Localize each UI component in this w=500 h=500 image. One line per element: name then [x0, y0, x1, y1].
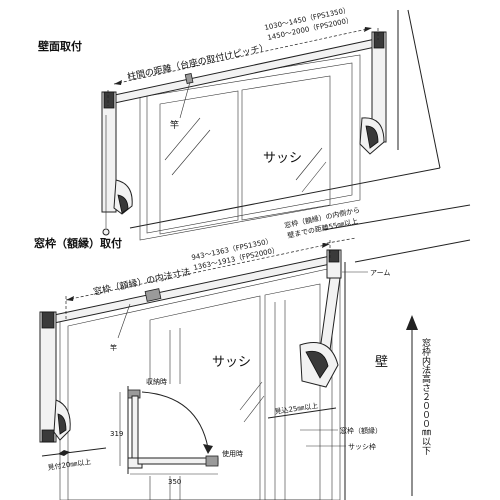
top-pole-leader [179, 81, 191, 119]
top-right-bracket-cap [373, 31, 385, 49]
window-frame-label: 窓枠（額縁） [340, 426, 382, 435]
mitsuke-dim-line [41, 447, 107, 457]
wall-edge-line [407, 9, 441, 169]
window-inner-frame [146, 62, 353, 234]
bottom-sash-label: サッシ [212, 355, 251, 370]
bottom-glass-reflect-1 [239, 381, 263, 411]
top-dim-arrow-right [364, 27, 372, 32]
top-title: 壁面取付 [38, 39, 82, 53]
height-label: 窓枠内法高さ２０００㎜以下 [420, 337, 431, 456]
bottom-pole-label: 竿 [110, 343, 117, 352]
bottom-left-base-foot [41, 429, 55, 443]
mitsuke-label: 見付20㎜以上 [47, 457, 92, 472]
height-arrow-head [406, 315, 418, 330]
bottom-glass-reflect-2 [243, 395, 265, 423]
top-left-bracket [101, 91, 117, 213]
inset-inuse-arm-tip [205, 455, 219, 467]
arm [319, 277, 341, 351]
bottom-left-base-shade [57, 413, 67, 435]
mikomi-dim-line [267, 407, 337, 419]
top-pole-joint [184, 72, 194, 84]
mitsuke-arrow-right [64, 450, 70, 456]
frame-mount-figure: 窓枠（額縁）取付 サッシ 竿 アーム [34, 204, 471, 500]
mitsuke-arrow-left [58, 450, 64, 456]
glass-reflect-4 [301, 161, 327, 193]
wall-label: 壁 [375, 355, 388, 370]
bottom-pole [39, 254, 336, 327]
bottom-pole-leader [117, 303, 131, 339]
top-right-base-shade [365, 125, 379, 149]
inset-stowed-arm [131, 395, 139, 461]
bottom-pole-joint [144, 288, 162, 302]
bottom-sash-pane-right [264, 283, 321, 500]
inset-stowed-label: 収納時 [146, 377, 167, 386]
top-dim-arrow-left [114, 80, 122, 85]
bottom-title: 窓枠（額縁）取付 [34, 236, 122, 250]
top-left-base-shade [117, 194, 129, 214]
bottom-right-base-shade [305, 350, 329, 379]
bottom-dim-arrow-right [322, 243, 330, 248]
arm-swing-inset: 319 350 収納時 使用時 [110, 377, 243, 486]
offset-dim-line [321, 237, 357, 245]
inset-swing-arrow [203, 444, 213, 454]
top-left-bracket-cap [103, 91, 115, 109]
bottom-left-bracket-cap [41, 311, 55, 329]
bottom-left-bracket [39, 311, 57, 443]
glass-reflect-3 [295, 147, 323, 181]
bottom-wall-top-line-2 [354, 239, 471, 263]
arm-label: アーム [370, 269, 390, 277]
glass-reflect-1 [164, 117, 201, 161]
sash-pane-right [241, 75, 331, 221]
wall-floor-line [129, 167, 441, 229]
glass-reflect-2 [171, 129, 211, 176]
inset-inuse-label: 使用時 [222, 449, 243, 458]
sash-frame-label: サッシ枠 [348, 442, 376, 451]
top-dimension-line [113, 27, 373, 85]
bottom-window-inner-frame [67, 267, 333, 500]
inset-height-value: 319 [110, 430, 123, 438]
wall-mount-figure: サッシ 竿 柱間の距離（台座の取付けピッチ） 1030～1450（FPS1350… [38, 6, 441, 241]
bottom-wall-top-line [322, 204, 471, 231]
window-outer-frame [139, 54, 361, 241]
top-sash-label: サッシ [263, 151, 302, 166]
top-left-cord-knob [102, 228, 110, 236]
top-pole-label: 竿 [170, 119, 179, 131]
bottom-dim-arrow-left [66, 296, 74, 301]
sash-pane-left [159, 90, 239, 235]
inset-width-value: 350 [168, 478, 181, 486]
bottom-right-bracket-cap [328, 249, 340, 263]
inset-swing-arc [141, 391, 209, 449]
